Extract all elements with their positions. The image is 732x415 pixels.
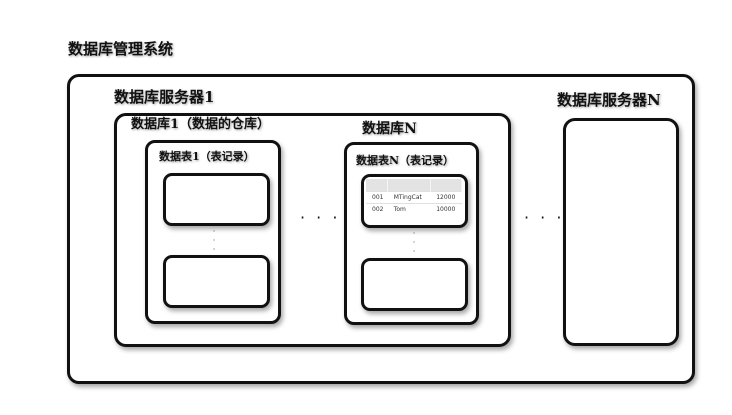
serverN-title: 数据库服务器N	[557, 91, 661, 109]
table-row: 001 MTingCat 12000	[366, 191, 462, 204]
tableN-record-box: 001 MTingCat 12000 002 Tom 10000	[361, 174, 468, 228]
table1-record-box	[163, 173, 270, 226]
horizontal-ellipsis: · · ·	[300, 208, 341, 227]
dbN-title: 数据库N	[362, 121, 417, 137]
vertical-ellipsis: ···	[412, 229, 416, 256]
records-table: 001 MTingCat 12000 002 Tom 10000	[366, 179, 463, 215]
table-cell: MTingCat	[387, 191, 431, 204]
table-header-cell	[366, 179, 389, 192]
table-header-cell	[430, 179, 463, 192]
table-cell: Tom	[387, 203, 431, 215]
tableN-title: 数据表N（表记录）	[356, 154, 455, 167]
table1-title: 数据表1（表记录）	[159, 150, 255, 163]
table-header-row	[366, 179, 463, 192]
horizontal-ellipsis: · · ·	[524, 208, 565, 227]
server1-title: 数据库服务器1	[114, 88, 215, 106]
table-cell: 002	[366, 203, 388, 215]
system-title: 数据库管理系统	[68, 40, 174, 58]
vertical-ellipsis: ···	[212, 227, 216, 254]
tableN-record-box	[361, 258, 468, 311]
table-cell: 10000	[430, 203, 462, 215]
table-header-cell	[387, 179, 431, 192]
table-row: 002 Tom 10000	[366, 203, 462, 215]
table1-record-box	[163, 255, 270, 308]
serverN-container	[563, 118, 679, 346]
table-cell: 12000	[430, 191, 462, 204]
db1-title: 数据库1（数据的仓库）	[131, 117, 271, 132]
table-cell: 001	[366, 191, 388, 204]
